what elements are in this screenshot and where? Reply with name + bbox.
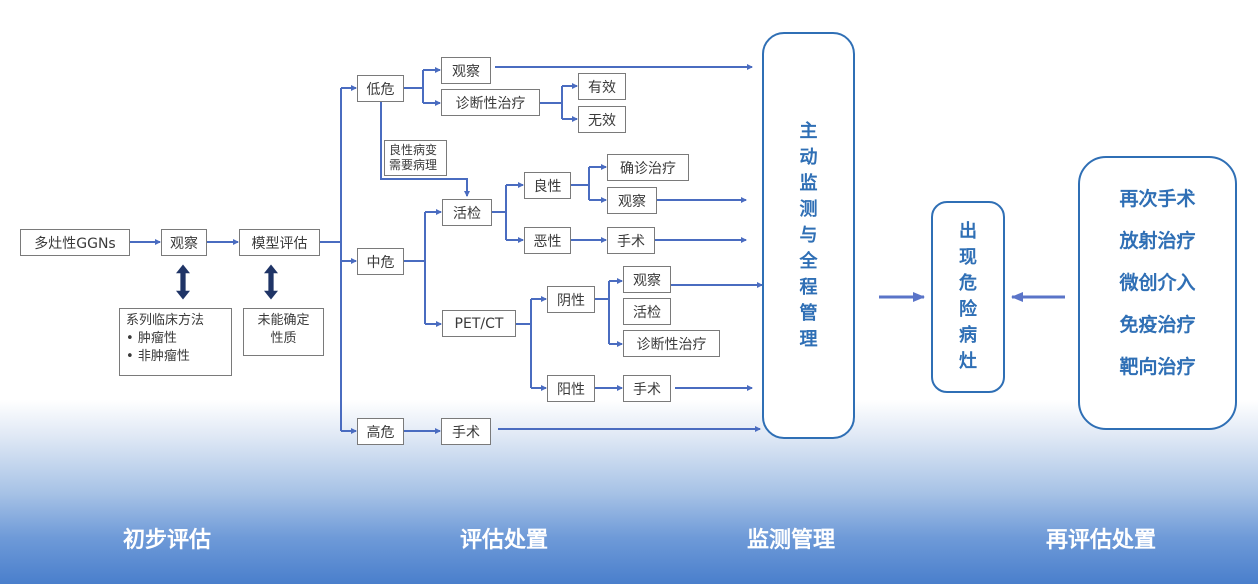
node-ineffective: 无效 (578, 106, 626, 133)
note-bullet: 非肿瘤性 (126, 348, 225, 366)
risk-lesion-char: 现 (959, 247, 977, 268)
monitoring-char: 程 (799, 276, 818, 298)
monitoring-char: 主 (799, 120, 818, 142)
node-treatment-options: 再次手术放射治疗微创介入免疫治疗靶向治疗 (1078, 156, 1237, 430)
node-benign-observe: 观察 (607, 187, 657, 214)
node-positive-surgery: 手术 (623, 375, 671, 402)
risk-lesion-label: 出现危险病灶 (959, 219, 977, 375)
node-low-diagnostic-treatment: 诊断性治疗 (441, 89, 540, 116)
node-positive: 阳性 (547, 375, 595, 402)
monitoring-label: 主动监测与全程管理 (800, 119, 818, 353)
note-undetermined-nature: 未能确定 性质 (243, 308, 324, 356)
stage-label-disposition: 评估处置 (459, 528, 549, 553)
node-negative-diagnostic-treatment: 诊断性治疗 (623, 330, 720, 357)
stage-label-reassessment: 再评估处置 (1045, 528, 1157, 553)
treatment-item: 再次手术 (1119, 188, 1196, 210)
stage-label-initial: 初步评估 (122, 528, 212, 553)
monitoring-char: 动 (799, 146, 818, 168)
monitoring-char: 测 (799, 198, 818, 220)
node-negative-biopsy: 活检 (623, 298, 671, 325)
treatment-item: 微创介入 (1119, 272, 1196, 294)
stage-label-monitoring: 监测管理 (746, 528, 836, 553)
treatment-item: 放射治疗 (1119, 230, 1196, 252)
double-arrow-icon (264, 264, 278, 300)
note-benign-needs-pathology: 良性病变 需要病理 (384, 140, 447, 176)
node-effective: 有效 (578, 73, 626, 100)
monitoring-char: 理 (799, 328, 818, 350)
node-malignant: 恶性 (524, 227, 571, 254)
node-biopsy: 活检 (442, 199, 492, 226)
monitoring-char: 全 (799, 250, 818, 272)
treatment-list: 再次手术放射治疗微创介入免疫治疗靶向治疗 (1119, 178, 1195, 388)
risk-lesion-char: 病 (959, 325, 977, 346)
edge-low-to-biopsy (380, 101, 470, 197)
note-title: 系列临床方法 (126, 313, 205, 328)
node-mid-risk: 中危 (357, 248, 404, 275)
node-negative: 阴性 (547, 286, 595, 313)
risk-lesion-char: 危 (959, 273, 977, 294)
treatment-item: 靶向治疗 (1119, 356, 1196, 378)
node-high-risk: 高危 (357, 418, 404, 445)
node-malignant-surgery: 手术 (607, 227, 655, 254)
node-initial-observe: 观察 (161, 229, 207, 256)
note-bullet: 肿瘤性 (126, 330, 225, 348)
stage-background-band (0, 400, 1258, 584)
node-benign: 良性 (524, 172, 571, 199)
risk-lesion-char: 灶 (959, 351, 977, 372)
treatment-item: 免疫治疗 (1119, 314, 1196, 336)
node-negative-observe: 观察 (623, 266, 671, 293)
note-line: 性质 (270, 331, 297, 346)
node-low-risk: 低危 (357, 75, 404, 102)
monitoring-char: 管 (799, 302, 818, 324)
risk-lesion-char: 出 (959, 221, 977, 242)
node-risk-lesion: 出现危险病灶 (931, 201, 1005, 393)
note-line: 良性病变 (389, 143, 438, 157)
monitoring-char: 监 (799, 172, 818, 194)
node-active-monitoring: 主动监测与全程管理 (762, 32, 855, 439)
monitoring-char: 与 (799, 224, 818, 246)
node-low-observe: 观察 (441, 57, 491, 84)
node-confirm-treatment: 确诊治疗 (607, 154, 689, 181)
node-high-surgery: 手术 (441, 418, 491, 445)
node-multifocal-ggns: 多灶性GGNs (20, 229, 130, 256)
node-model-assessment: 模型评估 (239, 229, 320, 256)
note-line: 未能确定 (257, 313, 310, 328)
risk-lesion-char: 险 (959, 299, 977, 320)
note-clinical-methods: 系列临床方法 肿瘤性 非肿瘤性 (119, 308, 232, 376)
note-line: 需要病理 (389, 158, 438, 172)
double-arrow-icon (176, 264, 190, 300)
node-pet-ct: PET/CT (442, 310, 516, 337)
